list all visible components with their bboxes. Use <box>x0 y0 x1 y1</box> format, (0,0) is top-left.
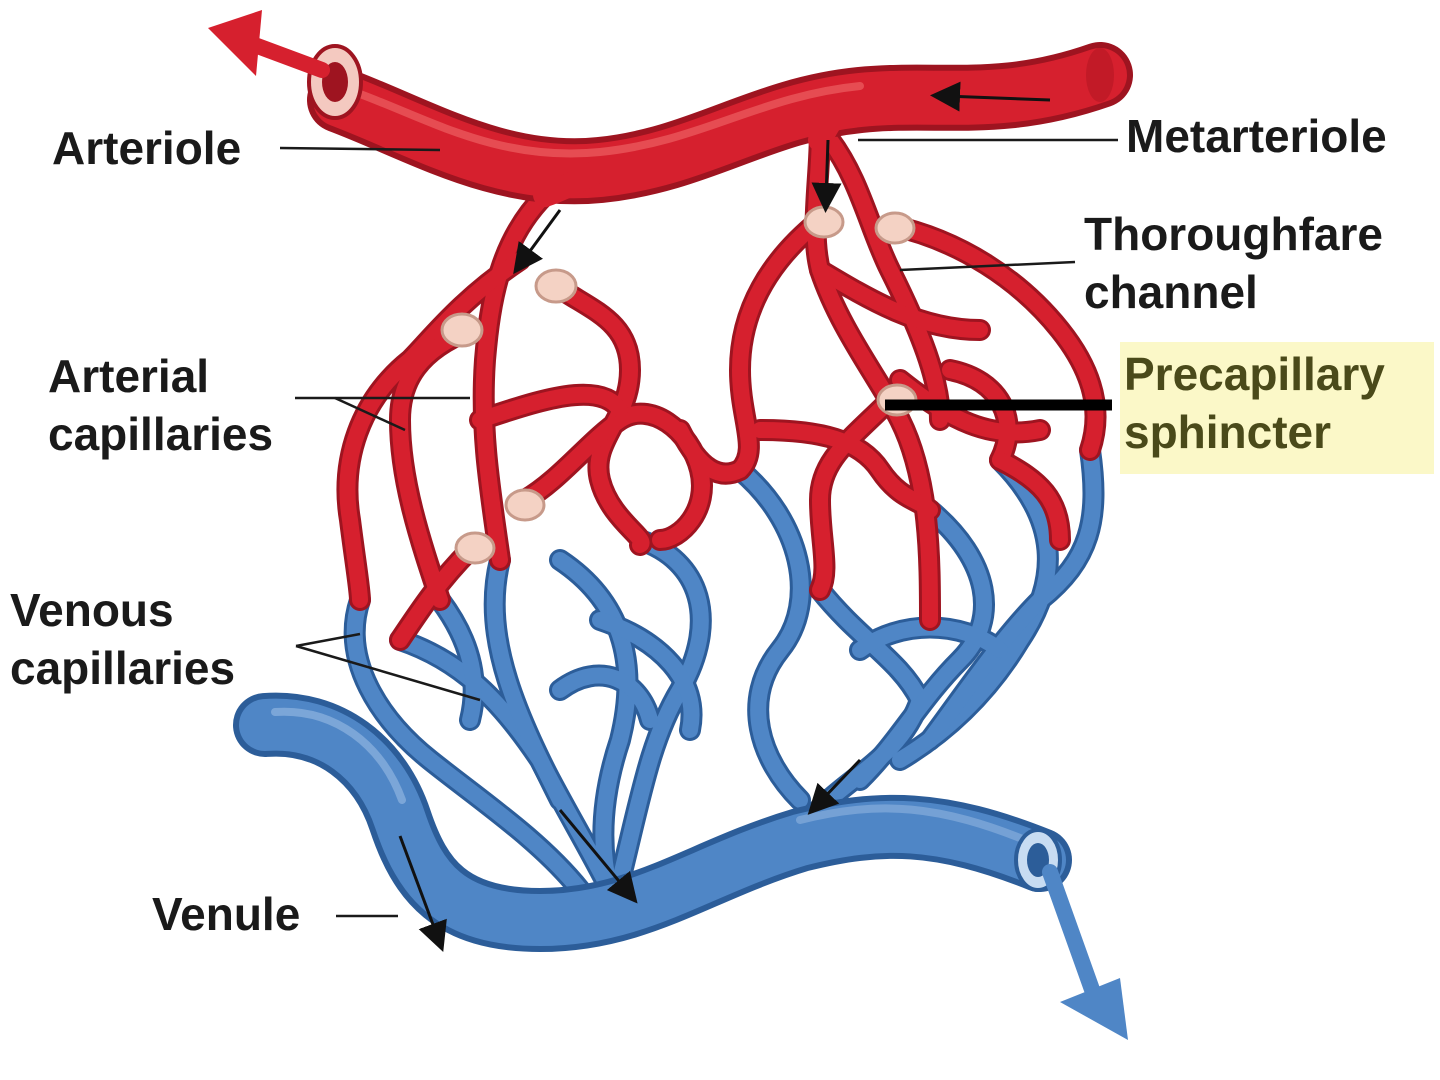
sphincter-ring <box>506 490 544 520</box>
flow-arrow-icon <box>826 140 828 198</box>
label-venous-line2: capillaries <box>10 640 235 696</box>
label-precapillary-line1: Precapillary <box>1124 346 1385 402</box>
label-venule: Venule <box>152 886 300 942</box>
venule-outflow-arrow-icon <box>1050 872 1128 1040</box>
sphincter-ring <box>536 270 576 302</box>
label-thoroughfare-line1: Thoroughfare <box>1084 206 1383 262</box>
label-precapillary-line2: sphincter <box>1124 404 1331 460</box>
label-arterial-line1: Arterial <box>48 348 209 404</box>
label-arterial-line2: capillaries <box>48 406 273 462</box>
label-thoroughfare-line2: channel <box>1084 264 1258 320</box>
label-metarteriole: Metarteriole <box>1126 108 1387 164</box>
arteriole-vessel <box>340 75 1100 195</box>
label-venous-line1: Venous <box>10 582 174 638</box>
sphincter-ring <box>876 213 914 243</box>
label-arteriole: Arteriole <box>52 120 241 176</box>
sphincter-ring <box>456 533 494 563</box>
sphincter-ring <box>442 314 482 346</box>
arteriole-outflow-arrow-icon <box>208 10 322 76</box>
sphincter-ring <box>805 207 843 237</box>
